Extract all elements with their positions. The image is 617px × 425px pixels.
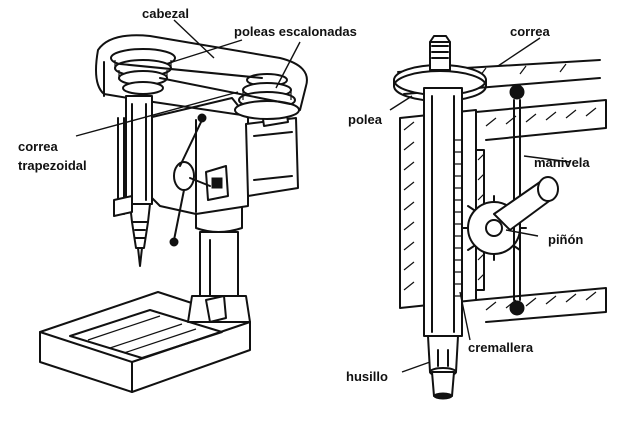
label-manivela: manivela <box>534 155 590 170</box>
label-correa: correa <box>510 24 551 39</box>
leader-poleas-1 <box>165 39 243 65</box>
label-correa-trapezoidal-line1: correa <box>18 139 59 154</box>
label-pinon: piñón <box>548 232 583 247</box>
label-correa-trapezoidal-line2: trapezoidal <box>18 158 87 173</box>
v-belt <box>119 63 291 105</box>
feed-handle <box>169 113 211 247</box>
leader-cabezal <box>173 19 215 59</box>
spindle <box>125 95 153 267</box>
leader-polea <box>389 95 413 111</box>
drill-press-illustration <box>39 19 308 393</box>
leader-manivela <box>523 155 571 163</box>
label-husillo: husillo <box>346 369 388 384</box>
leader-correa-trapezoidal <box>75 91 239 137</box>
motor <box>245 107 299 197</box>
stepped-pulley-right <box>234 73 300 120</box>
column <box>187 231 251 323</box>
leader-husillo <box>401 361 431 373</box>
label-cremallera: cremallera <box>468 340 534 355</box>
label-polea: polea <box>348 112 383 127</box>
switch-icon <box>211 177 223 189</box>
crank-lever <box>493 84 559 316</box>
rack-pinion-illustration <box>389 35 607 400</box>
quill <box>423 87 463 400</box>
leader-poleas-2 <box>275 41 301 89</box>
belt-guard <box>95 34 308 119</box>
leader-cremallera <box>459 291 471 341</box>
label-cabezal: cabezal <box>142 6 189 21</box>
head-body <box>147 97 249 215</box>
label-poleas-escalonadas: poleas escalonadas <box>234 24 357 39</box>
depth-stop <box>113 117 133 217</box>
stepped-pulley-left <box>110 48 176 95</box>
leader-pinon <box>505 229 539 237</box>
leader-correa <box>497 37 541 67</box>
